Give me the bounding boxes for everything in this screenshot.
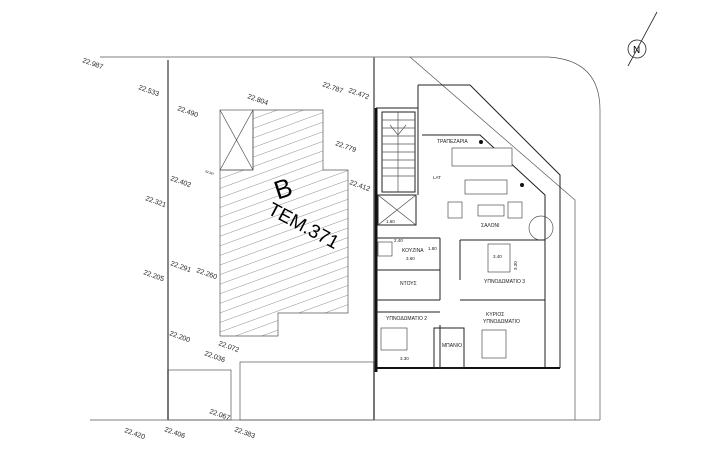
staircase bbox=[381, 111, 416, 193]
level: 22.291 bbox=[169, 260, 192, 274]
dim-bed3-depth: 3.30 bbox=[513, 261, 518, 270]
armchair bbox=[447, 201, 463, 219]
level: 22.072 bbox=[217, 340, 240, 354]
dim-kitchen-height: 1.80 bbox=[428, 246, 437, 251]
level: 22.412 bbox=[348, 179, 371, 193]
level: 22.804 bbox=[246, 93, 269, 107]
level: 22.420 bbox=[123, 427, 146, 441]
level: 22.406 bbox=[163, 426, 186, 440]
level: 22.533 bbox=[137, 84, 160, 98]
room-kitchen: ΚΟΥΖΙΝΑ bbox=[402, 248, 424, 254]
room-bath: ΜΠΑΝΙΟ bbox=[442, 343, 462, 349]
sofa bbox=[464, 179, 508, 195]
dim-bed3-width: 3.40 bbox=[493, 254, 502, 259]
bed bbox=[487, 243, 511, 273]
level: 22.036 bbox=[203, 350, 226, 364]
dim-shaft: 1.60 bbox=[386, 219, 395, 224]
room-shower: ΝΤΟΥΣ bbox=[400, 281, 417, 287]
coffee-table bbox=[477, 204, 505, 217]
armchair bbox=[507, 201, 523, 219]
house-plan: 1.60 LAT ΤΡΑΠΕΖΑΡΙΑ ΣΑΛΟΝΙ ΚΟΥΖΙΝΑ 3.60 … bbox=[374, 84, 561, 372]
level: 22.205 bbox=[142, 269, 165, 283]
north-compass: N bbox=[627, 11, 658, 67]
level: 22.779 bbox=[334, 140, 357, 154]
tree bbox=[528, 215, 554, 241]
room-master-line1: ΚΥΡΙΟΣ bbox=[486, 312, 504, 318]
level: 22.387 bbox=[205, 169, 215, 176]
level: 22.987 bbox=[81, 57, 104, 71]
level: 22.787 bbox=[321, 81, 344, 95]
dim-bed2-width: 3.30 bbox=[400, 356, 409, 361]
level: 22.490 bbox=[176, 105, 199, 119]
lift-label: LAT bbox=[433, 175, 441, 180]
bed bbox=[481, 329, 507, 359]
compass-label: N bbox=[633, 45, 640, 56]
room-living: ΣΑΛΟΝΙ bbox=[481, 223, 500, 229]
site-boundaries bbox=[90, 56, 601, 421]
room-bedroom-2: ΥΠΝΟΔΩΜΑΤΙΟ 2 bbox=[386, 316, 427, 322]
level: 22.321 bbox=[144, 195, 167, 209]
level: 22.200 bbox=[168, 330, 191, 344]
dim-kitchen-depth: 2.40 bbox=[394, 238, 403, 243]
level: 22.402 bbox=[169, 175, 192, 189]
dim-kitchen-width: 3.60 bbox=[406, 256, 415, 261]
level: 22.383 bbox=[233, 426, 256, 440]
room-dining: ΤΡΑΠΕΖΑΡΙΑ bbox=[437, 139, 468, 145]
room-bedroom-3: ΥΠΝΟΔΩΜΑΤΙΟ 3 bbox=[484, 279, 525, 285]
level: 22.472 bbox=[347, 87, 370, 101]
level: 22.260 bbox=[195, 267, 218, 281]
plot-building-b: B TEM.371 bbox=[219, 109, 349, 337]
bed bbox=[380, 327, 408, 351]
room-master-line2: ΥΠΝΟΔΩΜΑΤΙΟ bbox=[483, 319, 520, 325]
dining-table bbox=[451, 147, 513, 167]
